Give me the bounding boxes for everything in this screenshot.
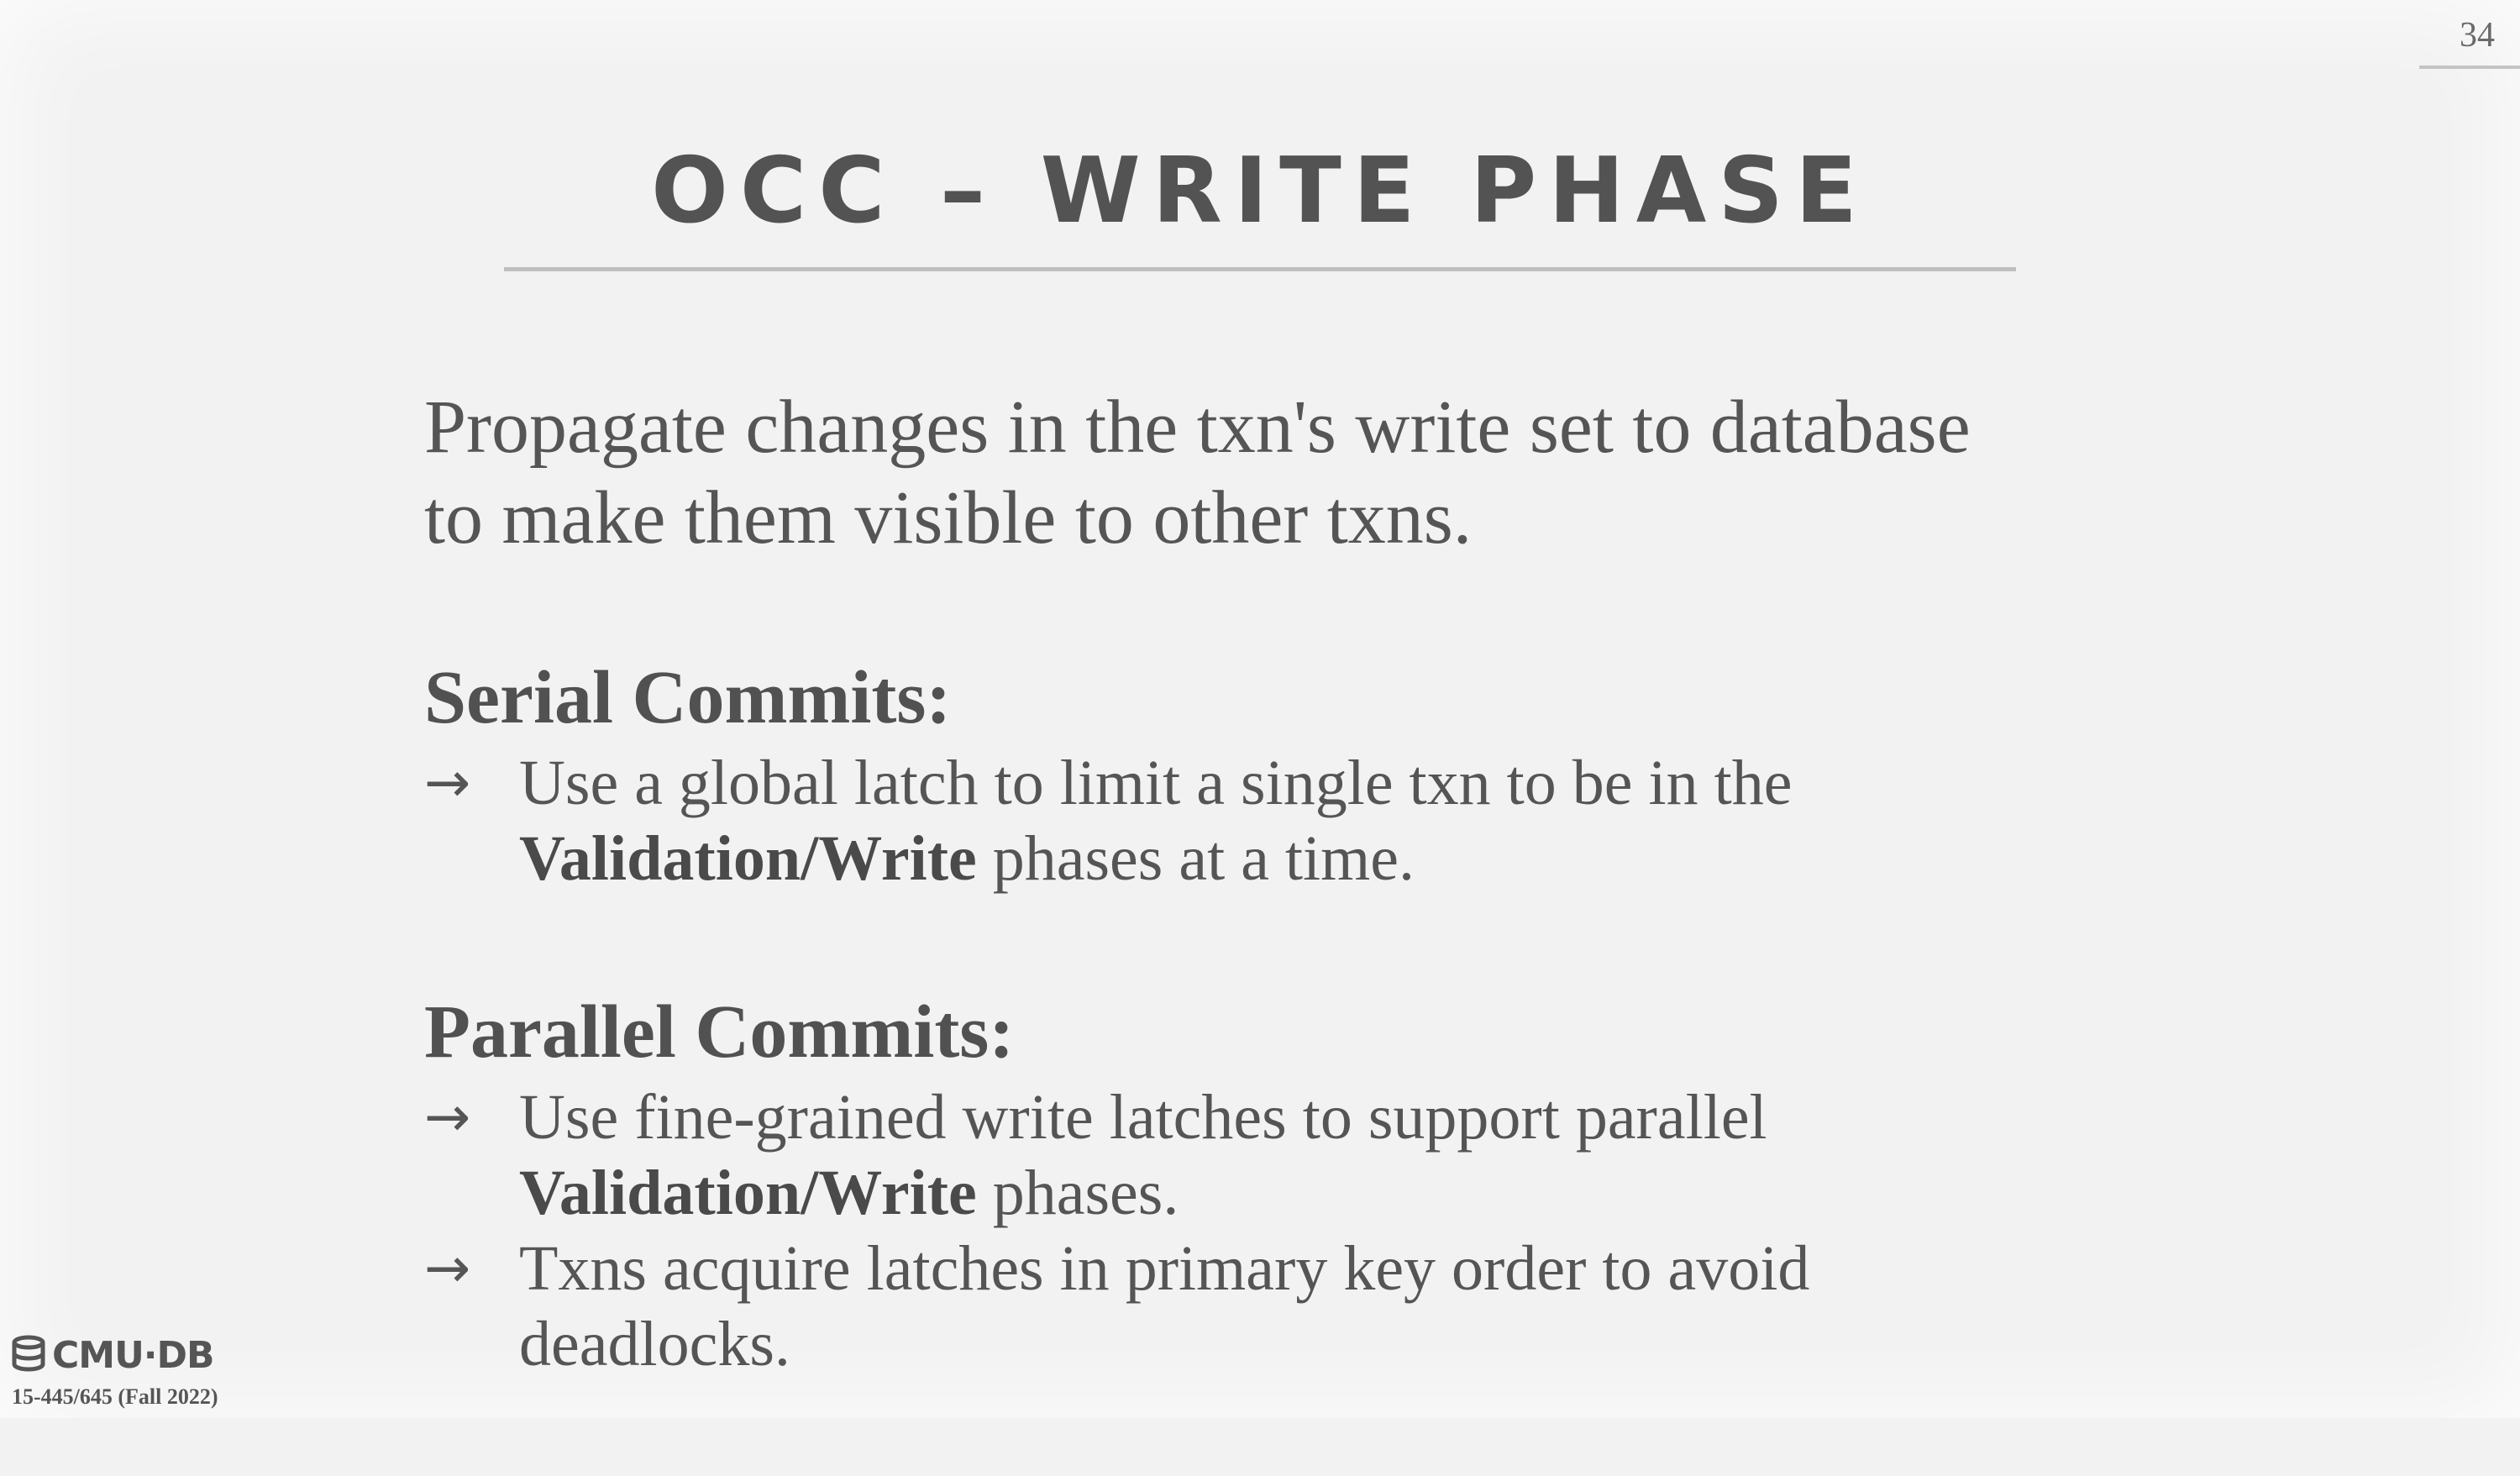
bullet-text-end: phases at a time. xyxy=(976,823,1415,894)
arrow-icon: → xyxy=(424,1085,471,1149)
bullet-item: → Use a global latch to limit a single tx… xyxy=(424,745,2020,896)
bullet-text-end: phases. xyxy=(976,1158,1179,1228)
bullet-text: Txns acquire latches in primary key orde… xyxy=(519,1233,1810,1379)
bullet-text: Use a global latch to limit a single txn… xyxy=(519,748,1793,818)
bullet-text: Use fine-grained write latches to suppor… xyxy=(519,1082,1767,1153)
arrow-icon: → xyxy=(424,1236,471,1300)
bullet-bold-text: Validation/Write xyxy=(519,823,977,894)
course-label: 15-445/645 (Fall 2022) xyxy=(12,1384,218,1409)
intro-text: Propagate changes in the txn's write set… xyxy=(424,386,1971,559)
bullet-bold-text: Validation/Write xyxy=(519,1158,977,1228)
page-number-divider xyxy=(2419,66,2520,69)
section-heading: Parallel Commits: xyxy=(424,990,1015,1074)
bullet-item: → Txns acquire latches in primary key ord… xyxy=(424,1231,2020,1382)
slide-content: Propagate changes in the txn's write set… xyxy=(424,382,2020,1476)
database-icon xyxy=(10,1335,47,1376)
arrow-icon: → xyxy=(424,750,471,815)
cmu-db-logo: CMU·DB xyxy=(10,1334,215,1377)
logo-text: CMU·DB xyxy=(52,1334,215,1377)
section-serial-commits: Serial Commits: → Use a global latch to l… xyxy=(424,656,2020,896)
bullet-item: → Use fine-grained write latches to suppo… xyxy=(424,1079,2020,1231)
section-parallel-commits: Parallel Commits: → Use fine-grained writ… xyxy=(424,990,2020,1382)
section-heading: Serial Commits: xyxy=(424,656,952,739)
slide-title: OCC – WRITE PHASE xyxy=(651,139,1869,244)
title-divider xyxy=(504,267,2016,271)
page-number: 34 xyxy=(2460,16,2495,55)
